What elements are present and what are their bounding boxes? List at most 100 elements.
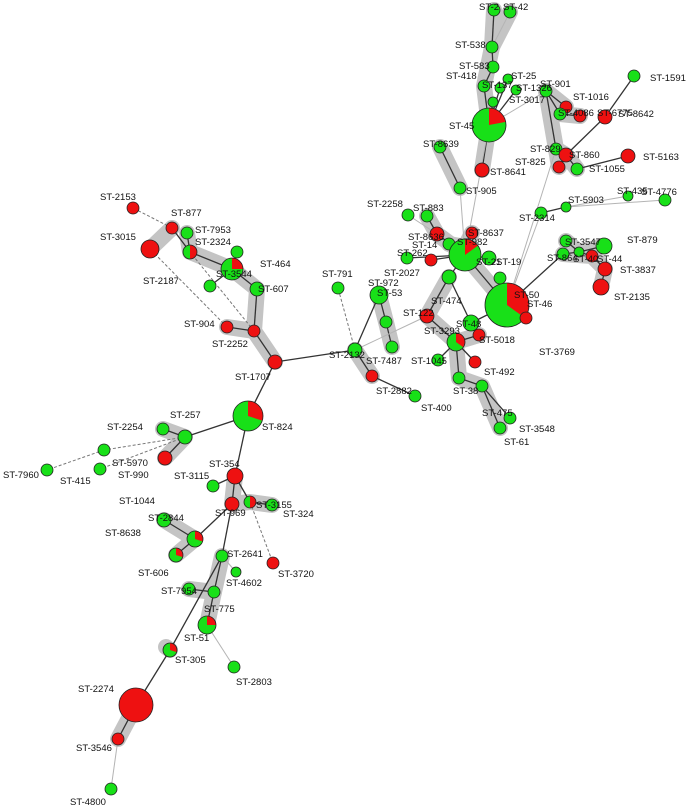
st-node[interactable] — [484, 282, 530, 328]
st-node[interactable] — [162, 642, 178, 658]
st-node[interactable] — [503, 411, 517, 425]
st-node[interactable] — [104, 782, 118, 796]
st-node[interactable] — [111, 732, 125, 746]
st-node[interactable] — [266, 556, 280, 570]
st-node[interactable] — [420, 209, 434, 223]
st-node[interactable] — [553, 107, 567, 121]
st-node[interactable] — [487, 3, 501, 17]
st-node[interactable] — [486, 60, 500, 74]
st-node[interactable] — [215, 549, 229, 563]
st-node[interactable] — [558, 147, 574, 163]
st-node[interactable] — [168, 547, 184, 563]
st-node[interactable] — [186, 530, 204, 548]
st-node[interactable] — [401, 208, 415, 222]
st-node[interactable] — [493, 271, 507, 285]
st-node[interactable] — [156, 512, 172, 528]
st-node[interactable] — [156, 422, 170, 436]
st-node[interactable] — [502, 73, 514, 85]
st-node[interactable] — [177, 429, 193, 445]
st-node[interactable] — [40, 463, 54, 477]
st-node[interactable] — [267, 354, 283, 370]
st-node[interactable] — [462, 314, 480, 332]
st-node[interactable] — [331, 281, 345, 295]
st-node[interactable] — [408, 389, 422, 403]
st-node[interactable] — [220, 320, 234, 334]
st-node[interactable] — [180, 226, 194, 240]
st-node[interactable] — [206, 479, 220, 493]
st-node[interactable] — [475, 379, 489, 393]
st-node[interactable] — [468, 355, 482, 369]
st-node[interactable] — [400, 251, 414, 265]
st-node[interactable] — [481, 250, 497, 266]
st-node[interactable] — [477, 79, 491, 93]
st-node[interactable] — [165, 221, 179, 235]
st-node[interactable] — [369, 285, 389, 305]
st-node[interactable] — [510, 84, 522, 96]
st-node[interactable] — [534, 206, 548, 220]
st-node[interactable] — [157, 450, 173, 466]
st-node[interactable] — [552, 160, 566, 174]
st-node[interactable] — [556, 247, 570, 261]
st-node[interactable] — [519, 311, 533, 325]
st-node[interactable] — [487, 96, 499, 108]
st-node[interactable] — [203, 279, 217, 293]
st-node[interactable] — [471, 107, 507, 143]
st-node[interactable] — [597, 109, 613, 125]
st-node[interactable] — [592, 278, 610, 296]
st-node[interactable] — [220, 257, 244, 281]
st-node[interactable] — [118, 687, 154, 723]
st-node[interactable] — [573, 109, 587, 123]
st-node[interactable] — [503, 5, 517, 19]
st-node[interactable] — [472, 328, 486, 342]
st-node[interactable] — [227, 660, 241, 674]
st-node[interactable] — [595, 237, 613, 255]
st-node[interactable] — [560, 201, 572, 213]
st-node[interactable] — [658, 193, 672, 207]
st-node[interactable] — [441, 269, 457, 285]
st-node[interactable] — [620, 148, 636, 164]
st-node[interactable] — [140, 239, 160, 259]
st-node[interactable] — [232, 400, 264, 432]
st-node[interactable] — [559, 234, 573, 248]
st-node[interactable] — [433, 140, 447, 154]
st-node[interactable] — [126, 201, 140, 215]
st-node[interactable] — [453, 181, 467, 195]
st-node[interactable] — [424, 253, 438, 267]
st-node[interactable] — [347, 342, 363, 358]
st-node[interactable] — [243, 495, 257, 509]
st-node[interactable] — [494, 82, 506, 94]
st-node[interactable] — [379, 315, 393, 329]
st-node[interactable] — [452, 371, 466, 385]
st-node[interactable] — [539, 84, 553, 98]
st-node[interactable] — [385, 340, 399, 354]
st-node[interactable] — [365, 369, 379, 383]
st-node[interactable] — [493, 421, 507, 435]
st-node[interactable] — [419, 308, 435, 324]
st-node[interactable] — [570, 162, 584, 176]
st-node[interactable] — [448, 238, 482, 272]
st-node[interactable] — [265, 498, 279, 512]
st-node[interactable] — [597, 261, 613, 277]
st-node[interactable] — [627, 69, 641, 83]
st-node[interactable] — [182, 582, 196, 596]
st-node[interactable] — [226, 467, 244, 485]
st-node[interactable] — [622, 190, 634, 202]
st-node[interactable] — [230, 245, 244, 259]
st-node[interactable] — [249, 281, 265, 297]
st-node[interactable] — [573, 246, 585, 258]
st-node[interactable] — [230, 566, 242, 578]
st-node[interactable] — [182, 244, 198, 260]
st-node[interactable] — [197, 615, 217, 635]
st-node[interactable] — [485, 40, 499, 54]
st-node[interactable] — [207, 585, 221, 599]
st-node[interactable] — [431, 353, 445, 367]
st-node[interactable] — [474, 162, 490, 178]
st-node[interactable] — [446, 332, 466, 352]
st-node[interactable] — [465, 226, 479, 240]
st-node[interactable] — [93, 462, 107, 476]
st-node[interactable] — [585, 249, 599, 263]
st-node[interactable] — [429, 226, 445, 242]
st-node[interactable] — [97, 443, 111, 457]
st-node[interactable] — [224, 496, 240, 512]
st-node[interactable] — [247, 324, 261, 338]
